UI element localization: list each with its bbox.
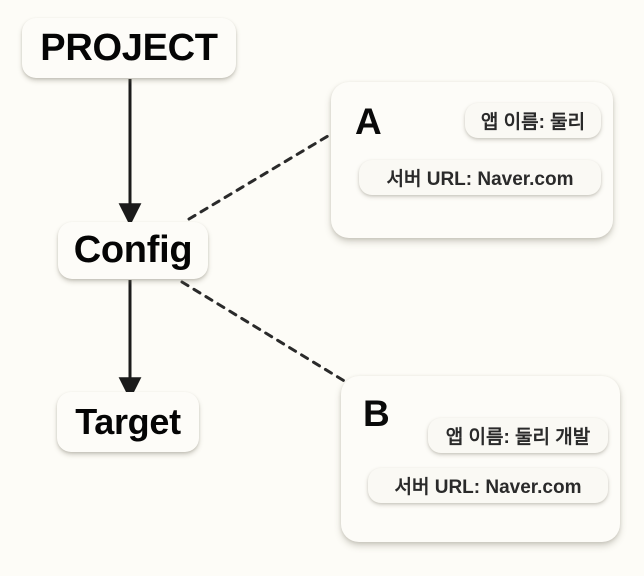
chip-a-app-name[interactable]: 앱 이름: 둘리 <box>465 103 601 138</box>
group-label-a: A <box>355 101 382 142</box>
node-config[interactable]: Config <box>58 222 208 279</box>
group-card-a[interactable]: A 앱 이름: 둘리 서버 URL: Naver.com <box>331 82 613 238</box>
node-target[interactable]: Target <box>57 392 199 452</box>
group-label-b: B <box>363 393 390 434</box>
chip-a-server-url[interactable]: 서버 URL: Naver.com <box>359 160 601 195</box>
edge-config-to-group-a <box>187 122 350 221</box>
node-project[interactable]: PROJECT <box>22 18 236 78</box>
chip-b-app-name[interactable]: 앱 이름: 둘리 개발 <box>428 418 608 453</box>
edge-config-to-group-b <box>180 280 348 384</box>
group-card-b[interactable]: B 앱 이름: 둘리 개발 서버 URL: Naver.com <box>341 376 620 542</box>
chip-b-server-url[interactable]: 서버 URL: Naver.com <box>368 468 608 503</box>
